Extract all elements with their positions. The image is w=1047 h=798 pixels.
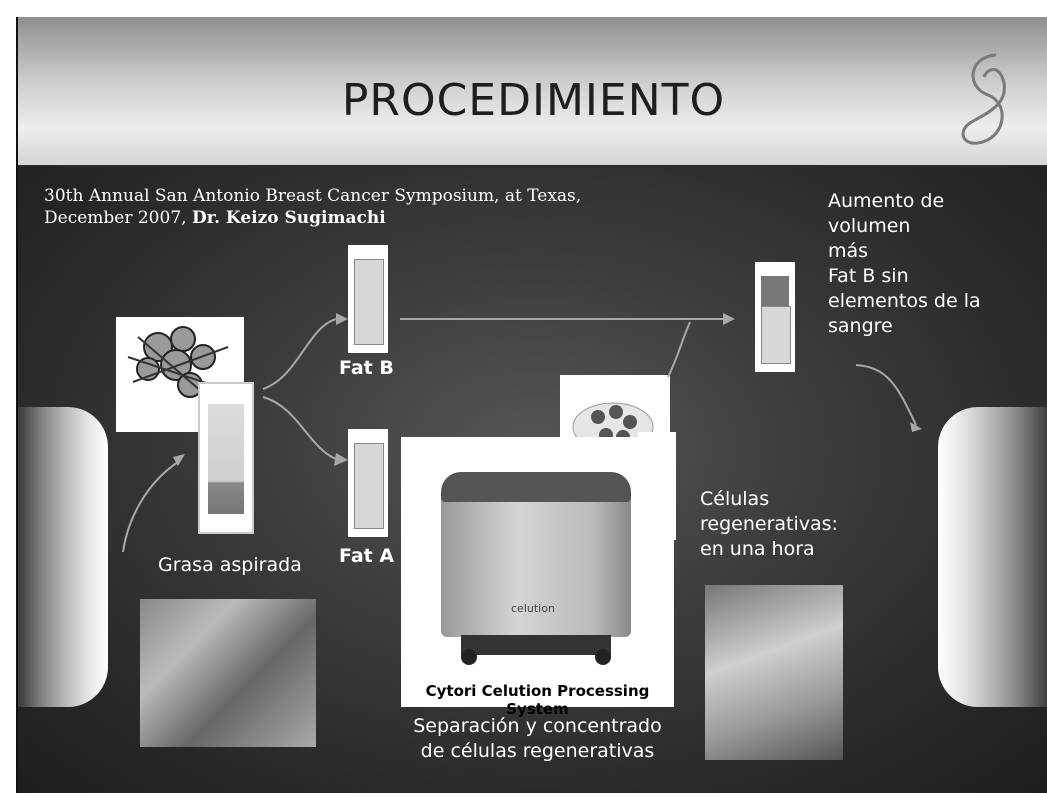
syringe-fat-a <box>348 429 388 537</box>
citation: 30th Annual San Antonio Breast Cancer Sy… <box>44 185 581 229</box>
separation-text: Separación y concentrado de células rege… <box>401 714 674 764</box>
surgery-photo <box>705 585 843 760</box>
device-brand: celution <box>511 602 555 615</box>
result-line: elementos de la <box>828 290 981 312</box>
cells-line: regenerativas: <box>700 513 838 535</box>
right-torso <box>938 407 1047 707</box>
logo-icon <box>961 53 1006 145</box>
slide: PROCEDIMIENTO 30th Annual San Antonio Br… <box>16 17 1047 793</box>
grasa-aspirada-label: Grasa aspirada <box>158 554 302 576</box>
left-torso <box>18 407 108 707</box>
flow-arrows <box>122 313 922 553</box>
separation-line1: Separación y concentrado <box>413 715 662 737</box>
result-line: sangre <box>828 315 893 337</box>
fat-tissue-illustration <box>127 326 229 398</box>
result-line: Fat B sin <box>828 265 909 287</box>
lab-worker-photo <box>140 599 316 747</box>
result-text: Aumento de volumen más Fat B sin element… <box>828 189 981 339</box>
fat-b-label: Fat B <box>339 357 394 379</box>
citation-author: Dr. Keizo Sugimachi <box>191 208 386 228</box>
device-label-2: System <box>506 700 569 718</box>
separation-line2: de células regenerativas <box>420 740 655 762</box>
citation-line1: 30th Annual San Antonio Breast Cancer Sy… <box>44 186 582 206</box>
syringe-result <box>755 262 795 372</box>
slide-title: PROCEDIMIENTO <box>341 75 726 126</box>
cells-line: en una hora <box>700 538 815 560</box>
cells-line: Células <box>700 488 770 510</box>
result-line: más <box>828 240 869 262</box>
device-label-1: Cytori Celution Processing <box>425 682 650 700</box>
citation-date: December 2007, <box>44 208 187 228</box>
result-line: volumen <box>828 215 911 237</box>
syringe-fat-b <box>348 245 388 353</box>
syringe-grasa <box>198 382 254 534</box>
result-line: Aumento de <box>828 190 945 212</box>
fat-a-label: Fat A <box>339 545 395 567</box>
slide-header <box>18 17 1047 165</box>
celution-device-image: celution Cytori Celution Processing Syst… <box>401 437 674 718</box>
cells-text: Células regenerativas: en una hora <box>700 487 838 562</box>
